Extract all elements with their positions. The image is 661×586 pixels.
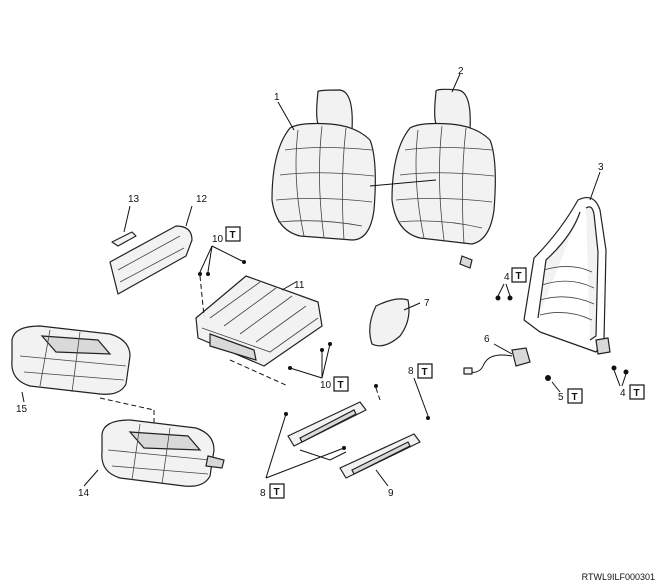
nut-5: [545, 375, 551, 381]
rail-link-wire: [299, 449, 347, 461]
bolt-group-4-upper: [495, 283, 513, 301]
callout-8-lower: 8: [260, 488, 266, 499]
bolt-group-8-lower: [265, 412, 346, 479]
screw-group-10-lower: [229, 342, 332, 387]
svg-text:T: T: [572, 392, 578, 403]
svg-text:T: T: [422, 367, 428, 378]
seat-rail-right: [339, 433, 421, 487]
callout-4-upper: 4: [504, 272, 510, 283]
callout-4-lower: 4: [620, 388, 626, 399]
callout-6: 6: [484, 334, 490, 345]
callout-13: 13: [128, 194, 140, 205]
bolt-group-8-upper: [374, 377, 430, 420]
callout-1: 1: [274, 92, 280, 103]
svg-text:T: T: [634, 388, 640, 399]
svg-text:T: T: [230, 230, 236, 241]
seat-rail-left: [287, 401, 367, 447]
callout-12: 12: [196, 194, 208, 205]
torque-badge-8-lower: T: [269, 483, 285, 499]
svg-text:T: T: [516, 271, 522, 282]
leader-2: [451, 73, 461, 93]
seat-back-assembly-left: [271, 89, 376, 241]
torque-badge-4-lower: T: [629, 384, 645, 400]
screw-group-10-upper: [198, 245, 246, 317]
seat-cushion-pad-15: [11, 325, 131, 403]
callout-10-upper: 10: [212, 234, 224, 245]
link-line-cushions: [99, 397, 155, 411]
seat-cushion-frame: [195, 275, 323, 367]
callout-11: 11: [294, 280, 305, 291]
callout-14: 14: [78, 488, 90, 499]
torque-badge-10-upper: T: [225, 226, 241, 242]
torque-badge-4-upper: T: [511, 267, 527, 283]
callout-5: 5: [558, 392, 564, 403]
svg-text:T: T: [338, 380, 344, 391]
svg-text:T: T: [274, 487, 280, 498]
callout-10-lower: 10: [320, 380, 332, 391]
link-line-backs: [369, 179, 437, 187]
side-shield-12: [109, 205, 193, 295]
callout-8-upper: 8: [408, 366, 414, 377]
callout-15: 15: [16, 404, 28, 415]
figure-code: RTWL9ILF000301: [581, 572, 655, 582]
seat-back-frame: [523, 197, 611, 355]
seat-cushion-cover-14: [83, 419, 225, 487]
knob-13: [111, 205, 137, 247]
seat-back-assembly-right: [391, 88, 496, 269]
leader-3: [589, 171, 601, 201]
callout-7: 7: [424, 298, 430, 309]
side-cover-7: [369, 298, 410, 347]
torque-badge-8-upper: T: [417, 363, 433, 379]
bolt-group-4-lower: [611, 365, 629, 387]
callout-3: 3: [598, 162, 604, 173]
leader-1: [277, 101, 295, 131]
callout-2: 2: [458, 66, 464, 77]
torque-badge-5: T: [567, 388, 583, 404]
callout-9: 9: [388, 488, 394, 499]
side-airbag-harness: [463, 343, 531, 375]
torque-badge-10-lower: T: [333, 376, 349, 392]
